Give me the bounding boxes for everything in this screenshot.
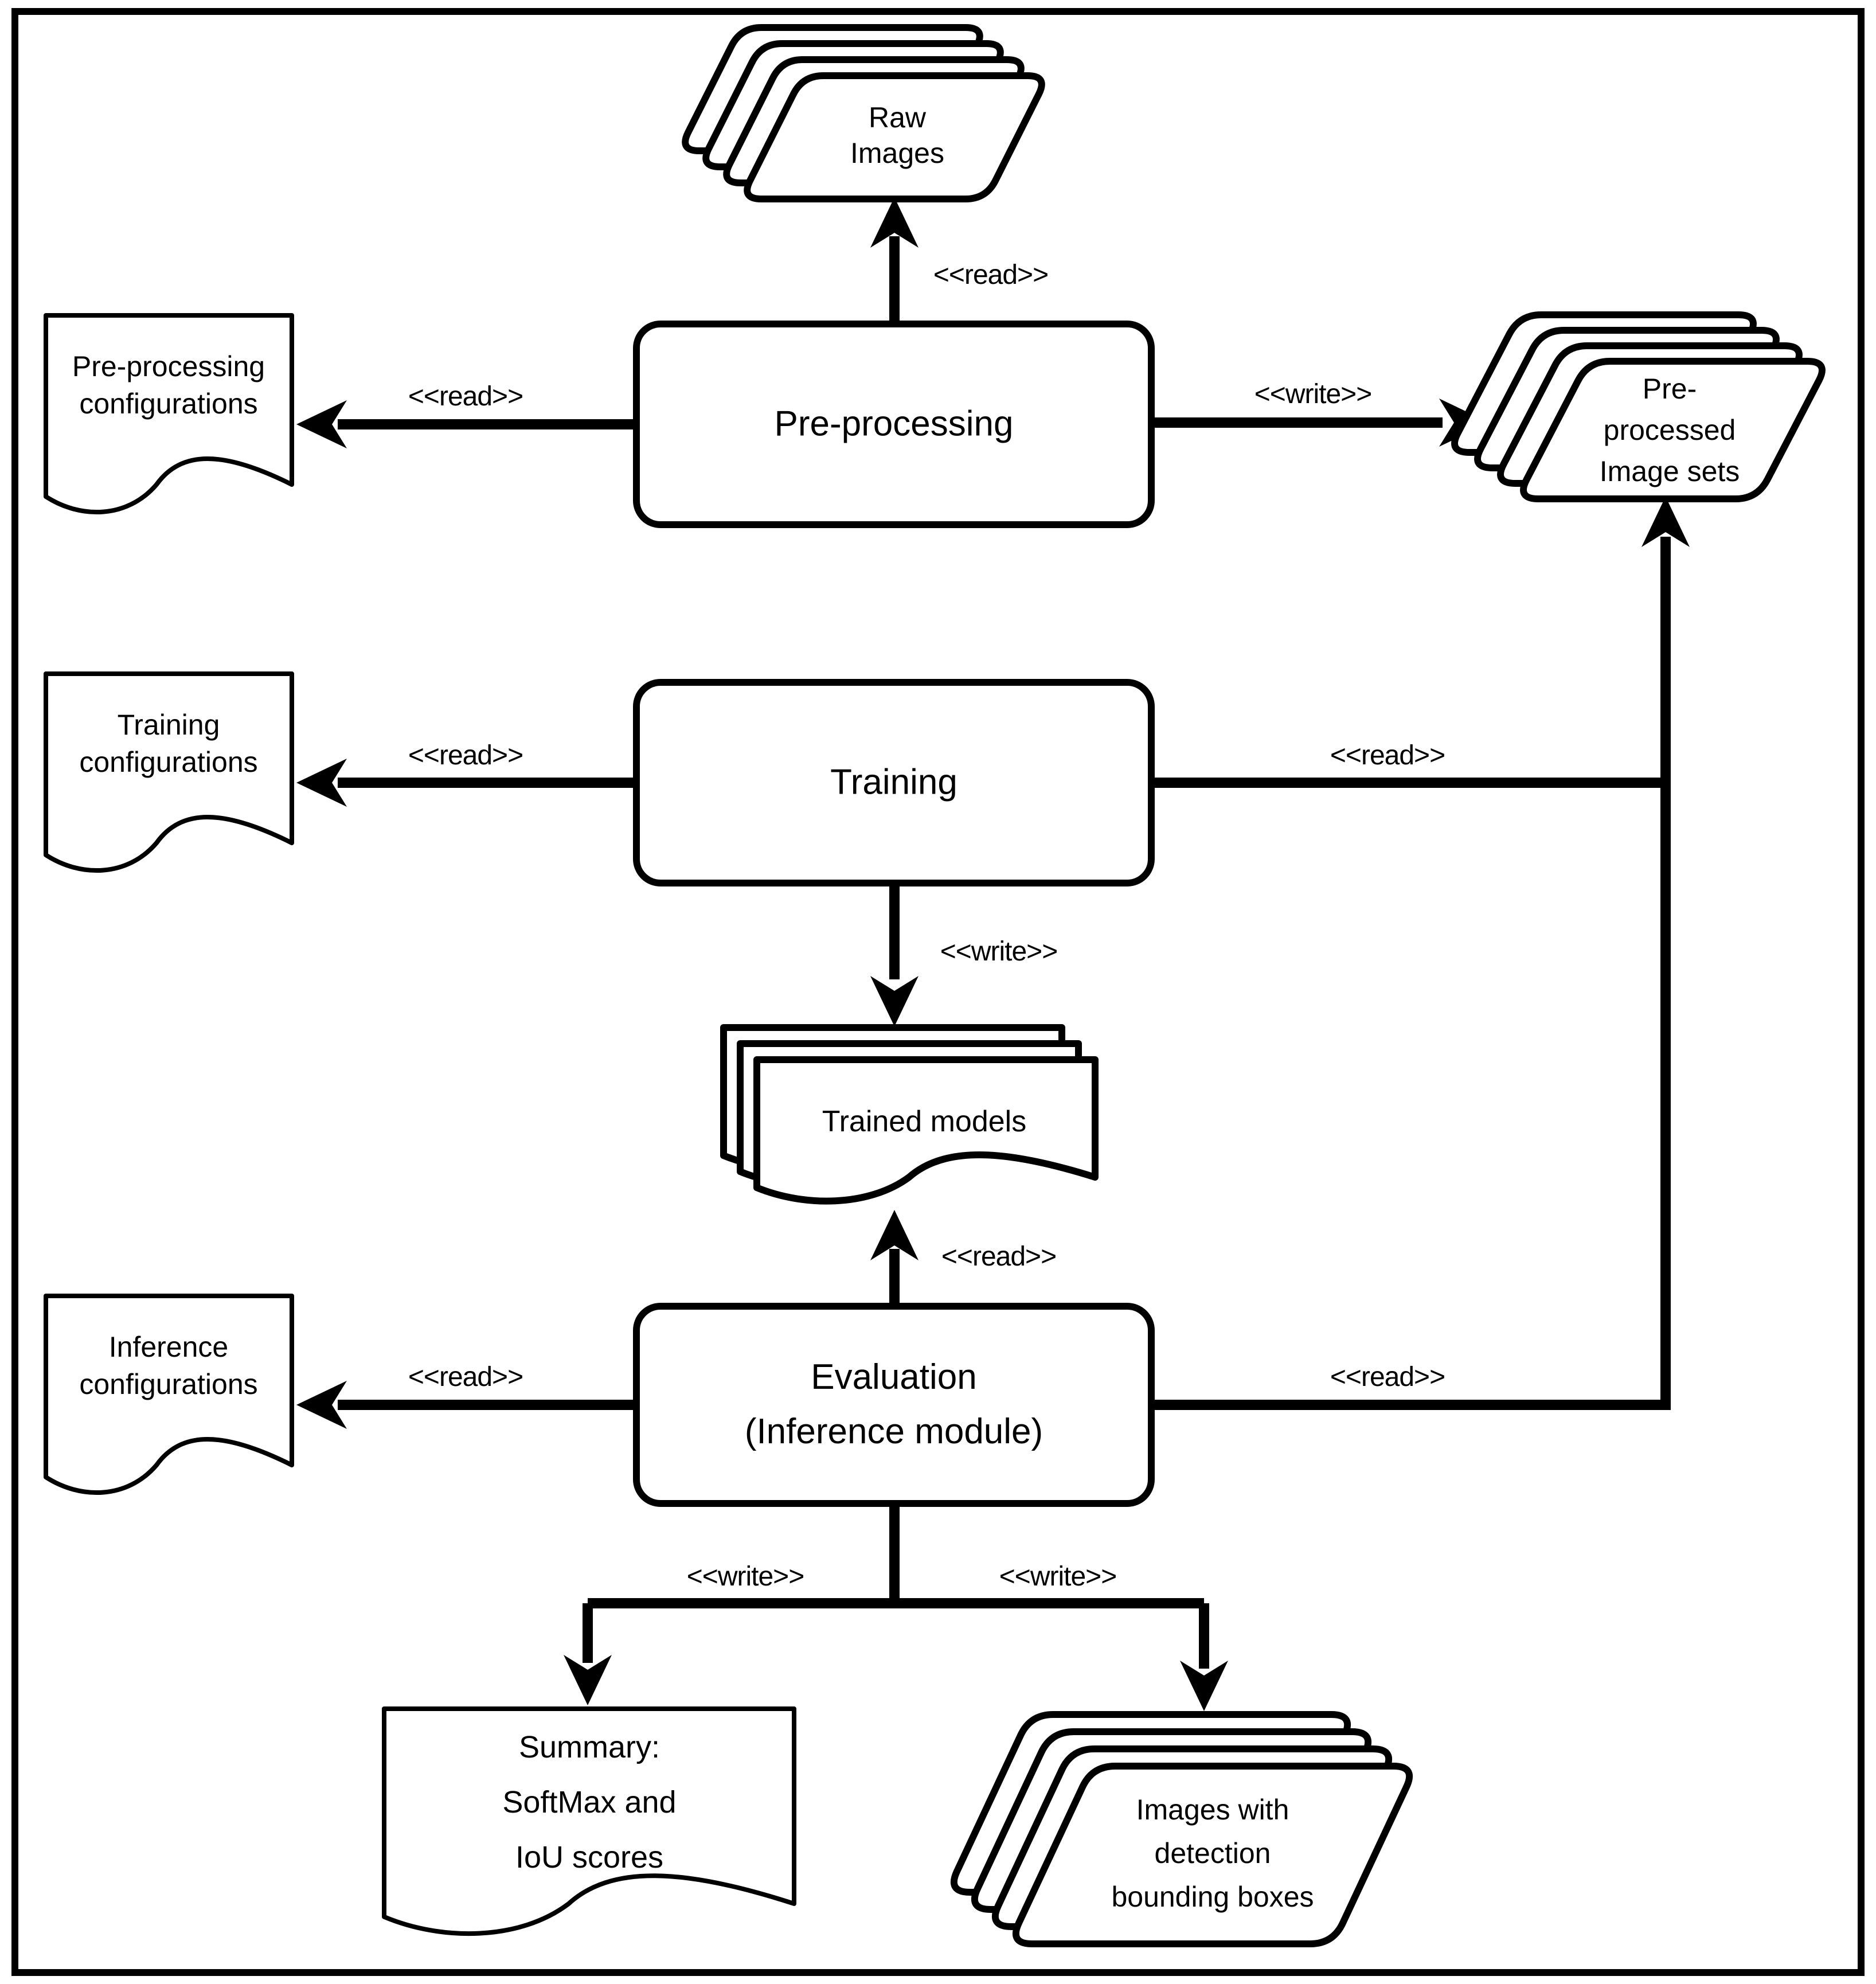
edge-label-read-training-sets: <<read>> <box>1330 740 1445 771</box>
training-box <box>633 679 1155 886</box>
arrowhead-left-training-config <box>296 759 347 807</box>
edge-label-read-inference-cfg: <<read>> <box>408 1362 523 1393</box>
detection-images-label: Images with detection bounding boxes <box>1111 1794 1314 1913</box>
preprocessing-label: Pre-processing <box>774 404 1014 444</box>
preprocessed-sets-label: Pre- processed Image sets <box>1599 373 1740 487</box>
edge-label-write-detection: <<write>> <box>999 1561 1117 1592</box>
summary-label: Summary: SoftMax and IoU scores <box>502 1729 677 1875</box>
edge-label-write-models: <<write>> <box>940 936 1058 967</box>
arrowhead-down-detection-images <box>1180 1661 1228 1711</box>
edge-label-read-eval-sets: <<read>> <box>1330 1362 1445 1393</box>
edge-label-read-training-cfg: <<read>> <box>408 740 523 771</box>
evaluation-label: Evaluation (Inference module) <box>744 1357 1043 1451</box>
training-label: Training <box>830 762 957 802</box>
training-config-label: Training configurations <box>79 709 258 778</box>
arrowhead-left-preprocessing-config <box>296 400 347 448</box>
arrowheads <box>296 197 1690 1711</box>
edge-label-write-sets: <<write>> <box>1254 379 1372 410</box>
arrowhead-left-inference-config <box>296 1381 347 1429</box>
arrowhead-up-preprocessed-sets <box>1642 497 1690 547</box>
figure-border <box>11 8 1865 1976</box>
edge-label-read-preproc-cfg: <<read>> <box>408 381 523 412</box>
evaluation-box <box>633 1303 1155 1507</box>
edge-label-read-raw: <<read>> <box>933 260 1049 291</box>
inference-config-label: Inference configurations <box>79 1331 258 1400</box>
arrowhead-down-summary <box>564 1655 612 1705</box>
edge-evaluation-sets <box>1151 537 1671 1410</box>
preprocessing-box <box>633 321 1155 528</box>
arrowhead-down-trained-models <box>870 976 919 1026</box>
edges <box>338 236 1671 1669</box>
preprocessing-config-label: Pre-processing configurations <box>72 350 265 420</box>
arrowhead-up-trained-models <box>870 1210 919 1260</box>
edge-label-read-models: <<read>> <box>941 1241 1057 1272</box>
edge-label-write-summary: <<write>> <box>686 1561 804 1592</box>
arrowhead-up-raw-images <box>870 197 919 248</box>
raw-images-label: Raw Images <box>850 101 944 169</box>
trained-models-label: Trained models <box>822 1104 1027 1138</box>
